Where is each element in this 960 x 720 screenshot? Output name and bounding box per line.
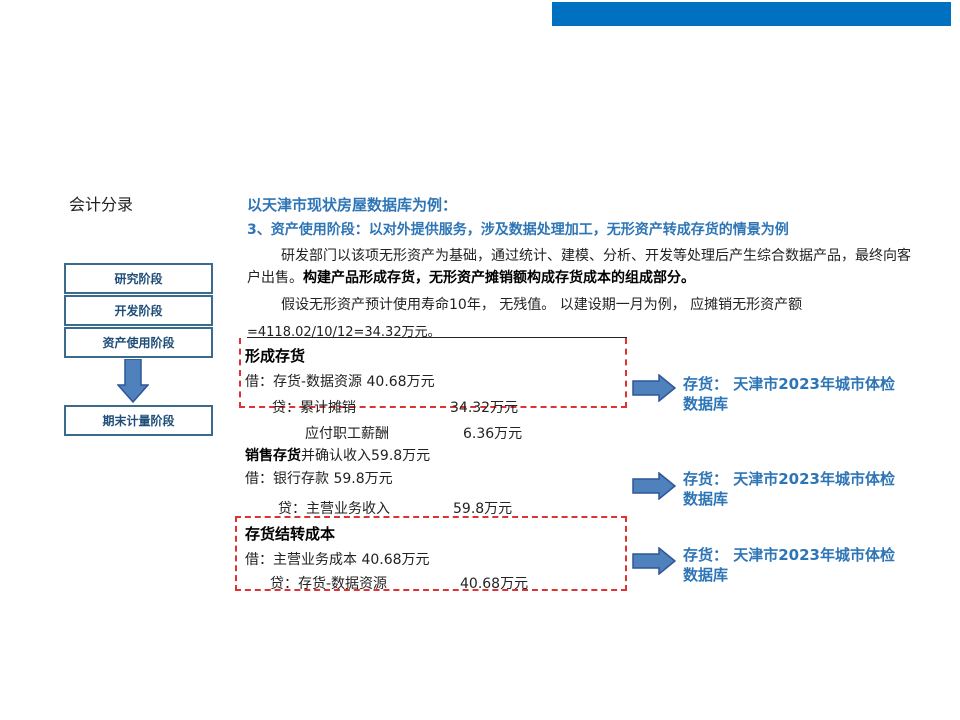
sales-credit-label: 贷：主营业务收入 — [278, 501, 390, 517]
right-arrow-icon — [632, 547, 676, 575]
note-line-1: 存货： 天津市2023年城市体检 — [683, 546, 895, 564]
cost-entry-frame — [235, 516, 627, 591]
stage-development: 开发阶段 — [64, 295, 213, 326]
note-line-2: 数据库 — [683, 566, 729, 584]
stage-research: 研究阶段 — [64, 263, 213, 294]
down-arrow-icon — [117, 359, 149, 403]
inventory-credit-1-amount: 34.32万元 — [450, 400, 519, 416]
note-line-2: 数据库 — [683, 490, 729, 508]
description-paragraph: 研发部门以该项无形资产为基础，通过统计、建模、分析、开发等处理后产生综合数据产品… — [247, 245, 915, 289]
cost-credit-amount: 40.68万元 — [460, 576, 529, 592]
inventory-credit-1-label: 贷：累计摊销 — [272, 400, 356, 416]
top-accent-bar — [552, 2, 951, 26]
inventory-debit: 借：存货-数据资源 40.68万元 — [245, 374, 435, 390]
right-arrow-icon — [632, 374, 676, 402]
cost-credit-label: 贷：存货-数据资源 — [270, 576, 388, 592]
sales-debit: 借：银行存款 59.8万元 — [245, 471, 393, 487]
sales-credit-amount: 59.8万元 — [453, 501, 513, 517]
stage-title: 3、资产使用阶段：以对外提供服务，涉及数据处理加工，无形资产转成存货的情景为例 — [247, 222, 789, 238]
inventory-entry-frame — [239, 338, 627, 408]
note-line-1: 存货： 天津市2023年城市体检 — [683, 375, 895, 393]
example-title: 以天津市现状房屋数据库为例： — [247, 196, 458, 214]
inventory-note: 存货： 天津市2023年城市体检 数据库 — [683, 374, 953, 414]
description-emphasis: 构建产品形成存货，无形资产摊销额构成存货成本的组成部分。 — [303, 270, 695, 286]
sales-heading: 销售存货并确认收入59.8万元 — [245, 445, 430, 465]
note-line-1: 存货： 天津市2023年城市体检 — [683, 470, 895, 488]
amortization-formula: =4118.02/10/12=34.32万元。 — [247, 325, 441, 340]
stage-period-end: 期末计量阶段 — [64, 405, 213, 436]
inventory-note: 存货： 天津市2023年城市体检 数据库 — [683, 545, 953, 585]
cost-heading: 存货结转成本 — [245, 525, 336, 543]
section-label: 会计分录 — [69, 195, 134, 214]
sales-heading-bold: 销售存货 — [245, 448, 301, 464]
inventory-note: 存货： 天津市2023年城市体检 数据库 — [683, 469, 953, 509]
assumption-paragraph: 假设无形资产预计使用寿命10年， 无残值。 以建设期一月为例， 应摊销无形资产额 — [281, 297, 803, 313]
inventory-credit-2-amount: 6.36万元 — [463, 426, 523, 442]
formula-underline — [247, 337, 627, 338]
description-text: 研发部门以该项无形资产为基础，通过统计、建模、分析、开发等处理后产生综合数据产品… — [247, 248, 911, 286]
right-arrow-icon — [632, 472, 676, 500]
inventory-credit-2-label: 应付职工薪酬 — [305, 426, 389, 442]
cost-debit: 借：主营业务成本 40.68万元 — [245, 552, 430, 568]
note-line-2: 数据库 — [683, 395, 729, 413]
inventory-heading: 形成存货 — [245, 347, 306, 365]
sales-heading-rest: 并确认收入59.8万元 — [301, 448, 431, 464]
stage-asset-use: 资产使用阶段 — [64, 327, 213, 358]
